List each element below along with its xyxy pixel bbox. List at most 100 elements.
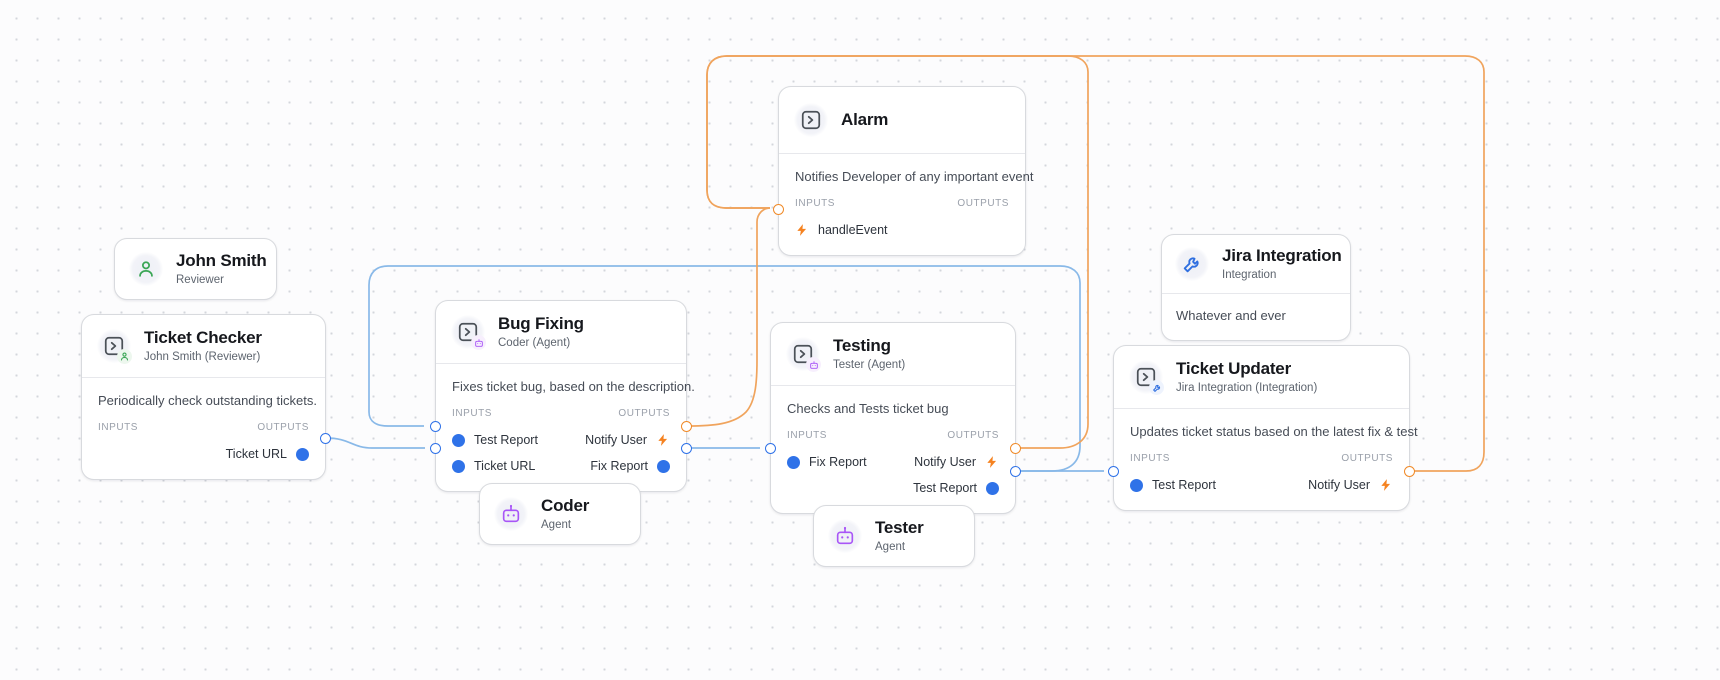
io-rows: handleEvent bbox=[779, 209, 1025, 255]
port-label: Notify User bbox=[914, 455, 976, 469]
io-row: Test Report bbox=[771, 477, 1015, 499]
terminal-icon bbox=[786, 337, 821, 372]
person-badge-icon bbox=[117, 349, 132, 364]
person-icon bbox=[129, 252, 163, 286]
node-title: Ticket Updater bbox=[1176, 359, 1291, 378]
port-label: Ticket URL bbox=[225, 447, 287, 461]
connector-fix-report-in[interactable] bbox=[765, 443, 776, 454]
node-coder[interactable]: Coder Agent bbox=[479, 483, 641, 545]
connector-notify-user-out[interactable] bbox=[1404, 466, 1415, 477]
node-ticket-checker[interactable]: Ticket Checker John Smith (Reviewer) Per… bbox=[81, 314, 331, 480]
io-header: INPUTS OUTPUTS bbox=[771, 417, 1015, 441]
node-bug-fixing[interactable]: Bug Fixing Coder (Agent) Fixes ticket bu… bbox=[430, 300, 695, 492]
node-subtitle: Integration bbox=[1222, 269, 1277, 281]
blue-dot-icon bbox=[452, 459, 465, 473]
inputs-label: INPUTS bbox=[1130, 453, 1170, 464]
robot-icon bbox=[494, 497, 528, 531]
inputs-label: INPUTS bbox=[795, 198, 835, 209]
port-label: Ticket URL bbox=[474, 459, 536, 473]
outputs-label: OUTPUTS bbox=[257, 422, 309, 433]
node-header: Jira Integration Integration bbox=[1162, 235, 1350, 294]
io-header: INPUTS OUTPUTS bbox=[82, 409, 325, 433]
output-port-fix-report[interactable]: Fix Report bbox=[590, 459, 670, 473]
connector-handle-event-in[interactable] bbox=[773, 204, 784, 215]
wrench-icon bbox=[1175, 247, 1209, 281]
port-label: Test Report bbox=[474, 433, 538, 447]
blue-dot-icon bbox=[296, 447, 309, 461]
node-description: Notifies Developer of any important even… bbox=[795, 169, 1034, 184]
node-header: Bug Fixing Coder (Agent) bbox=[436, 301, 686, 364]
io-rows: Test Report Notify User bbox=[1114, 464, 1409, 510]
input-port-ticket-url[interactable]: Ticket URL bbox=[452, 459, 535, 473]
outputs-label: OUTPUTS bbox=[947, 430, 999, 441]
edge-bugfixing-notify-to-alarm bbox=[687, 207, 771, 427]
io-row: Ticket URL Fix Report bbox=[436, 455, 686, 477]
node-subtitle: John Smith (Reviewer) bbox=[144, 351, 261, 363]
io-row: Fix Report Notify User bbox=[771, 451, 1015, 473]
blue-dot-icon bbox=[986, 481, 999, 495]
connector-ticket-url-out[interactable] bbox=[320, 433, 331, 444]
node-jira-integration[interactable]: Jira Integration Integration Whatever an… bbox=[1161, 234, 1351, 341]
blue-dot-icon bbox=[787, 455, 800, 469]
io-row: Ticket URL bbox=[82, 443, 325, 465]
node-tester[interactable]: Tester Agent bbox=[813, 505, 975, 567]
outputs-label: OUTPUTS bbox=[957, 198, 1009, 209]
connector-notify-user-out[interactable] bbox=[1010, 443, 1021, 454]
input-port-handle-event[interactable]: handleEvent bbox=[795, 223, 888, 237]
port-label: Notify User bbox=[1308, 478, 1370, 492]
node-title: Jira Integration bbox=[1222, 246, 1342, 265]
node-testing[interactable]: Testing Tester (Agent) Checks and Tests … bbox=[765, 322, 1021, 514]
inputs-label: INPUTS bbox=[787, 430, 827, 441]
node-title: Testing bbox=[833, 336, 891, 355]
terminal-icon bbox=[1129, 360, 1164, 395]
port-label: handleEvent bbox=[818, 223, 888, 237]
terminal-icon bbox=[794, 103, 828, 137]
io-header: INPUTS OUTPUTS bbox=[436, 395, 686, 419]
inputs-label: INPUTS bbox=[98, 422, 138, 433]
node-alarm[interactable]: Alarm Notifies Developer of any importan… bbox=[773, 86, 1034, 256]
output-port-test-report[interactable]: Test Report bbox=[913, 481, 999, 495]
output-port-ticket-url[interactable]: Ticket URL bbox=[226, 447, 309, 461]
bolt-icon bbox=[987, 456, 997, 468]
node-ticket-updater[interactable]: Ticket Updater Jira Integration (Integra… bbox=[1108, 345, 1418, 511]
node-description: Checks and Tests ticket bug bbox=[787, 401, 949, 416]
node-subtitle: Coder (Agent) bbox=[498, 337, 571, 349]
node-header: John Smith Reviewer bbox=[115, 239, 276, 299]
io-row: Test Report Notify User bbox=[1114, 474, 1409, 496]
port-label: Fix Report bbox=[809, 455, 867, 469]
bolt-icon bbox=[797, 224, 807, 236]
node-subtitle: Agent bbox=[875, 541, 906, 553]
outputs-label: OUTPUTS bbox=[1341, 453, 1393, 464]
connector-fix-report-out[interactable] bbox=[681, 443, 692, 454]
output-port-notify-user[interactable]: Notify User bbox=[585, 433, 670, 447]
io-header: INPUTS OUTPUTS bbox=[1114, 440, 1409, 464]
robot-icon bbox=[828, 519, 862, 553]
connector-test-report-in[interactable] bbox=[430, 421, 441, 432]
input-port-test-report[interactable]: Test Report bbox=[1130, 478, 1216, 492]
blue-dot-icon bbox=[657, 459, 670, 473]
input-port-test-report[interactable]: Test Report bbox=[452, 433, 538, 447]
bolt-icon bbox=[658, 434, 668, 446]
output-port-notify-user[interactable]: Notify User bbox=[1308, 478, 1393, 492]
output-port-notify-user[interactable]: Notify User bbox=[914, 455, 999, 469]
terminal-icon bbox=[451, 315, 486, 350]
node-header: Ticket Checker John Smith (Reviewer) bbox=[82, 315, 325, 378]
node-title: Alarm bbox=[841, 110, 889, 129]
edge-ticketchecker-to-bugfixing bbox=[325, 437, 425, 449]
node-header: Coder Agent bbox=[480, 484, 640, 544]
node-title: Ticket Checker bbox=[144, 328, 262, 347]
node-title: Coder bbox=[541, 496, 590, 515]
blue-dot-icon bbox=[452, 433, 465, 447]
io-rows: Fix Report Notify User Test Report bbox=[771, 441, 1015, 513]
node-john-smith[interactable]: John Smith Reviewer bbox=[114, 238, 277, 300]
connector-notify-user-out[interactable] bbox=[681, 421, 692, 432]
wrench-badge-icon bbox=[1149, 380, 1164, 395]
node-description: Fixes ticket bug, based on the descripti… bbox=[452, 379, 695, 394]
connector-test-report-out[interactable] bbox=[1010, 466, 1021, 477]
connector-ticket-url-in[interactable] bbox=[430, 443, 441, 454]
input-port-fix-report[interactable]: Fix Report bbox=[787, 455, 867, 469]
io-rows: Ticket URL bbox=[82, 433, 325, 479]
io-row: Test Report Notify User bbox=[436, 429, 686, 451]
connector-test-report-in[interactable] bbox=[1108, 466, 1119, 477]
